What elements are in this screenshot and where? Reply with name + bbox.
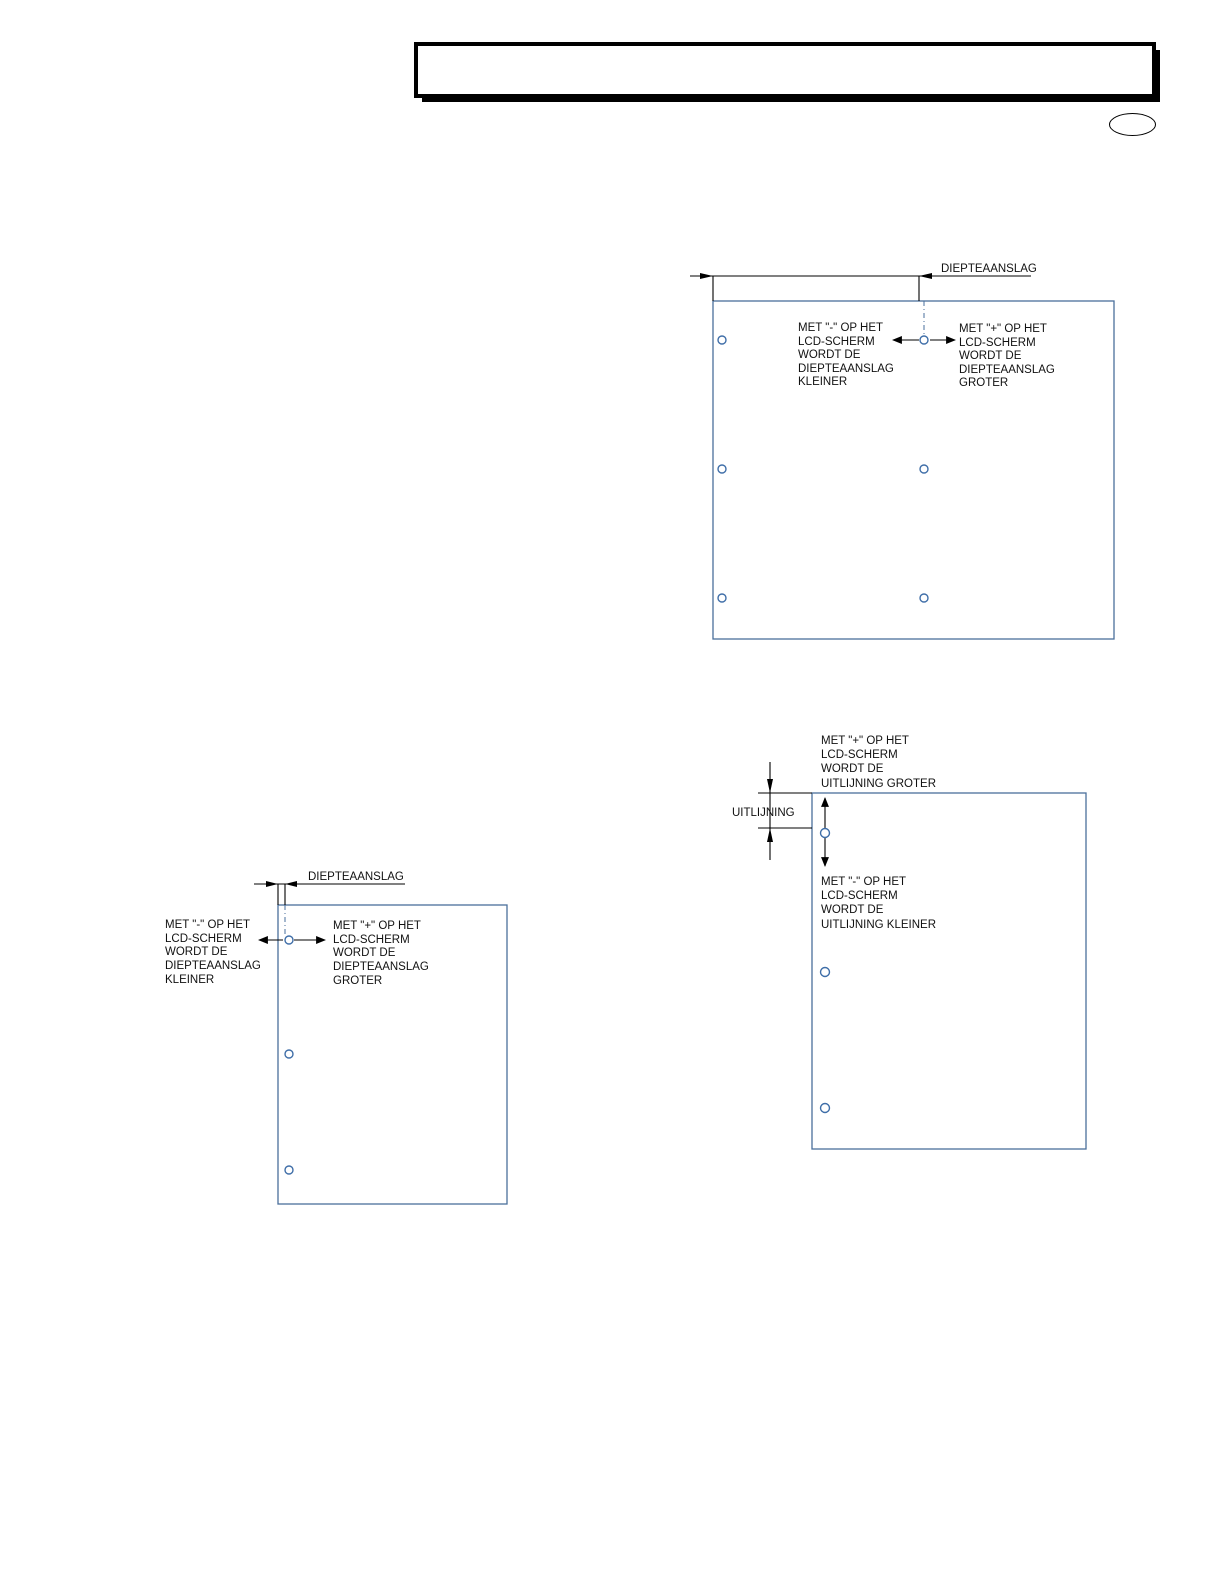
diagram-depth-single-column: DIEPTEAANSLAG MET "-" OP HET LCD-SCHERM … [165, 871, 508, 1205]
punch-hole [717, 464, 727, 474]
depth-stop-label: DIEPTEAANSLAG [308, 871, 404, 883]
plus-depth-note: MET "+" OP HET LCD-SCHERM WORDT DE DIEPT… [959, 323, 1058, 389]
depth-stop-label: DIEPTEAANSLAG [941, 263, 1037, 275]
minus-depth-note: MET "-" OP HET LCD-SCHERM WORDT DE DIEPT… [165, 919, 264, 986]
dimension-arrow-top [767, 779, 773, 793]
paper-sheet [811, 792, 1087, 1150]
punch-hole [919, 464, 929, 474]
punch-hole [819, 827, 831, 839]
punch-hole [819, 1102, 831, 1114]
punch-hole [284, 1165, 294, 1175]
dimension-arrow-right [285, 881, 297, 887]
minus-alignment-note: MET "-" OP HET LCD-SCHERM WORDT DE UITLI… [821, 876, 936, 931]
punch-hole [717, 335, 727, 345]
punch-hole [284, 1049, 294, 1059]
plus-depth-note: MET "+" OP HET LCD-SCHERM WORDT DE DIEPT… [333, 920, 432, 987]
plus-alignment-note: MET "+" OP HET LCD-SCHERM WORDT DE UITLI… [821, 735, 936, 790]
diagram-alignment: UITLIJNING MET "+" OP HET LCD-SCHERM WOR… [732, 735, 1087, 1150]
paper-sheet [712, 300, 1115, 640]
minus-depth-note: MET "-" OP HET LCD-SCHERM WORDT DE DIEPT… [798, 322, 897, 388]
dimension-arrow-right [919, 273, 932, 279]
dimension-arrow-left [700, 273, 713, 279]
punch-hole [919, 593, 929, 603]
punch-hole [919, 335, 929, 345]
alignment-label: UITLIJNING [732, 807, 795, 819]
dimension-arrow-left [266, 881, 278, 887]
punch-hole [717, 593, 727, 603]
punch-hole [284, 935, 294, 945]
header-box [414, 42, 1160, 102]
dimension-arrow-bottom [767, 828, 773, 842]
punch-hole [819, 966, 831, 978]
paper-sheet [277, 904, 508, 1205]
page-number-oval [1109, 113, 1156, 136]
diagram-depth-two-columns: DIEPTEAANSLAG MET "-" OP HET LCD-SCHERM … [690, 263, 1115, 640]
